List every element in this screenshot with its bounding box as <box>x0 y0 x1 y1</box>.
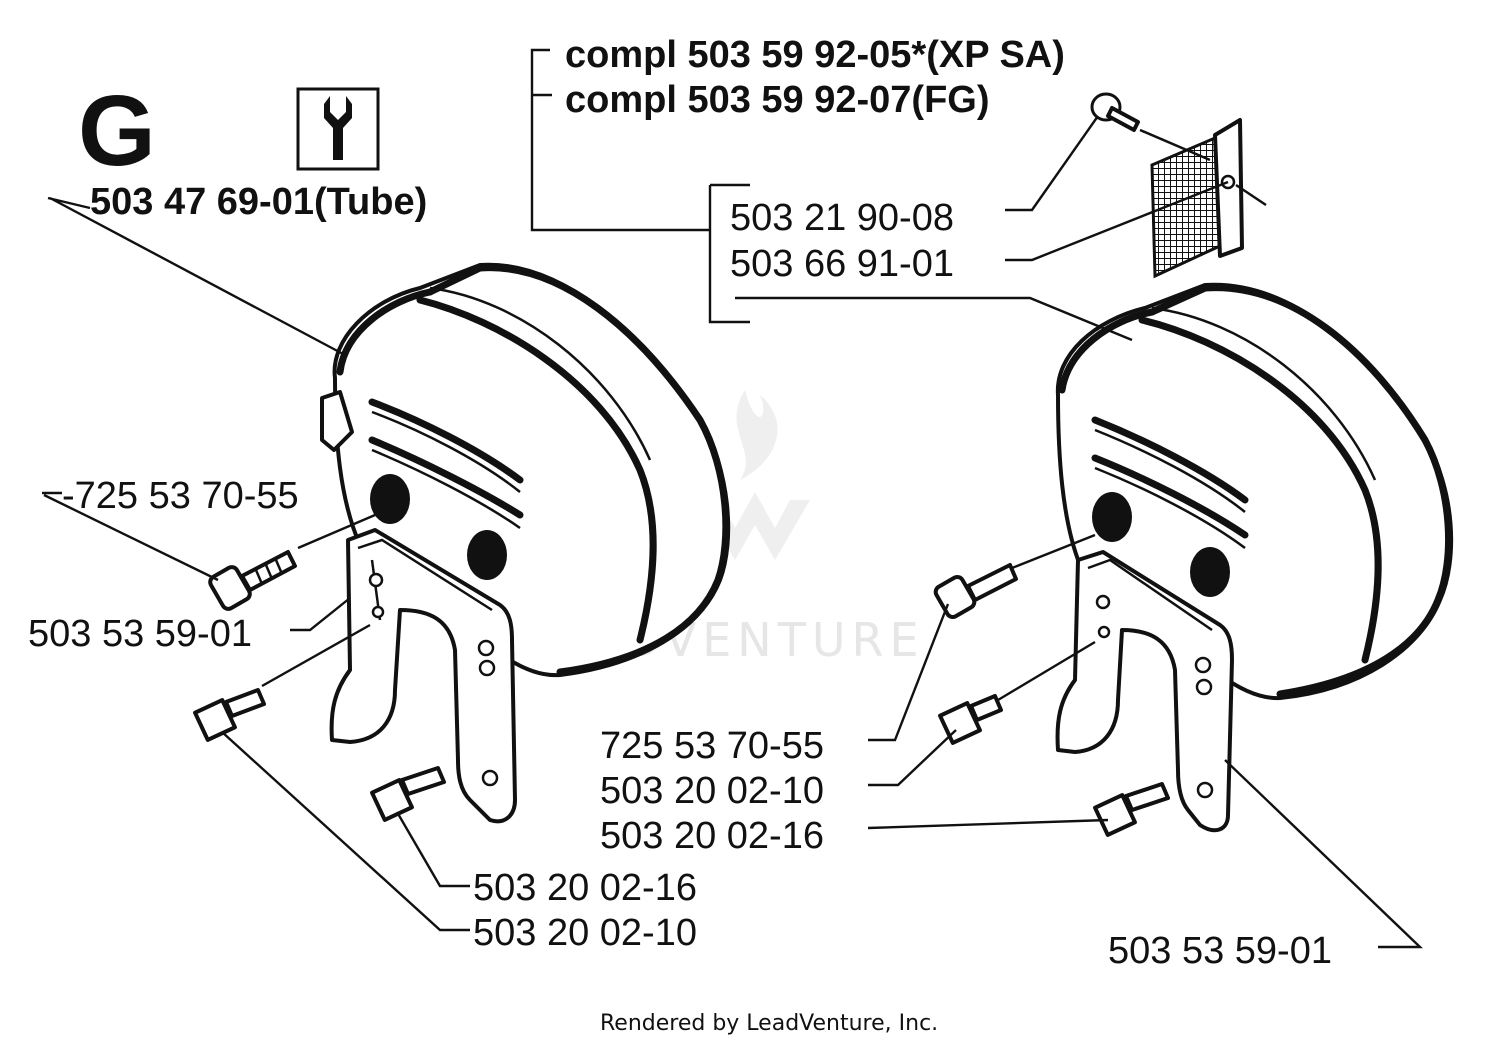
bolt-right-725 <box>933 563 1018 620</box>
footer-credit: Rendered by LeadVenture, Inc. <box>600 1011 938 1036</box>
callout-screw-503-21-90-08: 503 21 90-08 <box>730 197 954 239</box>
callout-right-725-53-70-55: 725 53 70-55 <box>600 725 824 767</box>
callout-right-503-20-02-16: 503 20 02-16 <box>600 815 824 857</box>
callout-tube: 503 47 69-01(Tube) <box>90 181 427 223</box>
callout-compl-fg: compl 503 59 92-07(FG) <box>565 79 990 121</box>
bolt-right-0210 <box>938 694 1003 745</box>
callout-left-503-20-02-10: 503 20 02-10 <box>473 912 697 954</box>
bolt-left-0216 <box>370 766 446 822</box>
spark-arrestor-screen <box>1139 118 1267 279</box>
bracket-right <box>1055 550 1234 833</box>
wrench-icon <box>296 87 380 171</box>
bolt-right-0216 <box>1093 782 1170 837</box>
section-letter: G <box>78 75 156 187</box>
callout-left-503-20-02-16: 503 20 02-16 <box>473 867 697 909</box>
callout-screen-503-66-91-01: 503 66 91-01 <box>730 243 954 285</box>
bolt-left-0210 <box>193 688 266 742</box>
callout-left-503-53-59-01: 503 53 59-01 <box>28 613 252 655</box>
callout-left-725-53-70-55: -725 53 70-55 <box>62 475 299 517</box>
callout-right-503-53-59-01: 503 53 59-01 <box>1108 930 1332 972</box>
leader-lines <box>42 48 1423 949</box>
callout-compl-xp-sa: compl 503 59 92-05*(XP SA) <box>565 34 1065 76</box>
screw-top-right <box>1090 92 1140 132</box>
bracket-left <box>329 528 517 824</box>
callout-right-503-20-02-10: 503 20 02-10 <box>600 770 824 812</box>
bolt-left-725 <box>208 550 297 611</box>
